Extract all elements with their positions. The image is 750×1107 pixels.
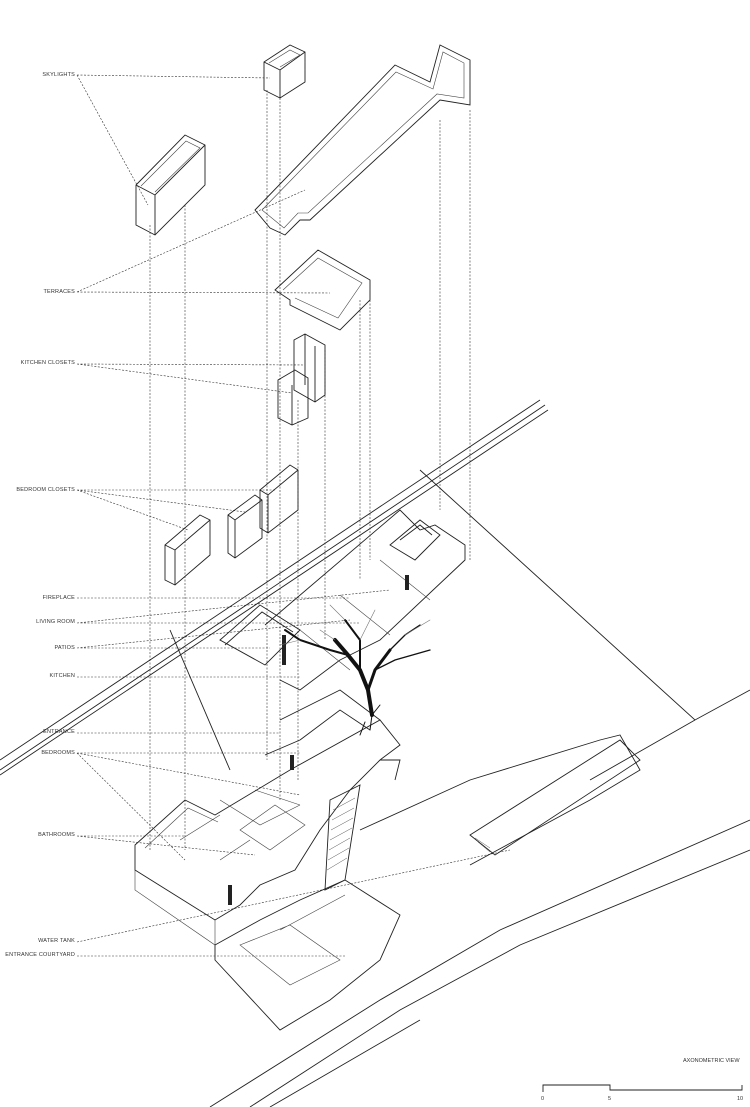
projection-lines (149, 90, 471, 850)
label-skylights: SKYLIGHTS (42, 72, 75, 78)
leader-lines (76, 74, 511, 957)
scale-tick-0: 0 (541, 1096, 545, 1102)
label-bedrooms: BEDROOMS (41, 750, 75, 756)
label-living-room: LIVING ROOM (36, 619, 75, 625)
terrace-slabs (254, 44, 471, 331)
skylight-boxes (135, 44, 306, 236)
road (0, 399, 549, 776)
scale-tick-5: 5 (608, 1096, 612, 1102)
tree-icon (279, 604, 431, 736)
house-plan (134, 509, 641, 1031)
drawing-title: AXONOMETRIC VIEW (683, 1058, 740, 1064)
label-entrance: ENTRANCE (43, 729, 75, 735)
label-bathrooms: BATHROOMS (38, 832, 75, 838)
scale-tick-10: 10 (737, 1096, 744, 1102)
site-boundary (169, 469, 750, 1107)
label-patios: PATIOS (54, 645, 75, 651)
label-bedroom-closets: BEDROOM CLOSETS (16, 487, 75, 493)
label-kitchen: KITCHEN (49, 673, 75, 679)
scale-bar (542, 1084, 743, 1092)
wall-accents (228, 575, 409, 905)
bedroom-closets (164, 464, 299, 586)
label-entrance-courtyard: ENTRANCE COURTYARD (5, 952, 75, 958)
label-water-tank: WATER TANK (38, 938, 75, 944)
kitchen-closets (277, 333, 326, 426)
label-fireplace: FIREPLACE (42, 595, 75, 601)
label-terraces: TERRACES (43, 289, 75, 295)
label-kitchen-closets: KITCHEN CLOSETS (20, 360, 75, 366)
